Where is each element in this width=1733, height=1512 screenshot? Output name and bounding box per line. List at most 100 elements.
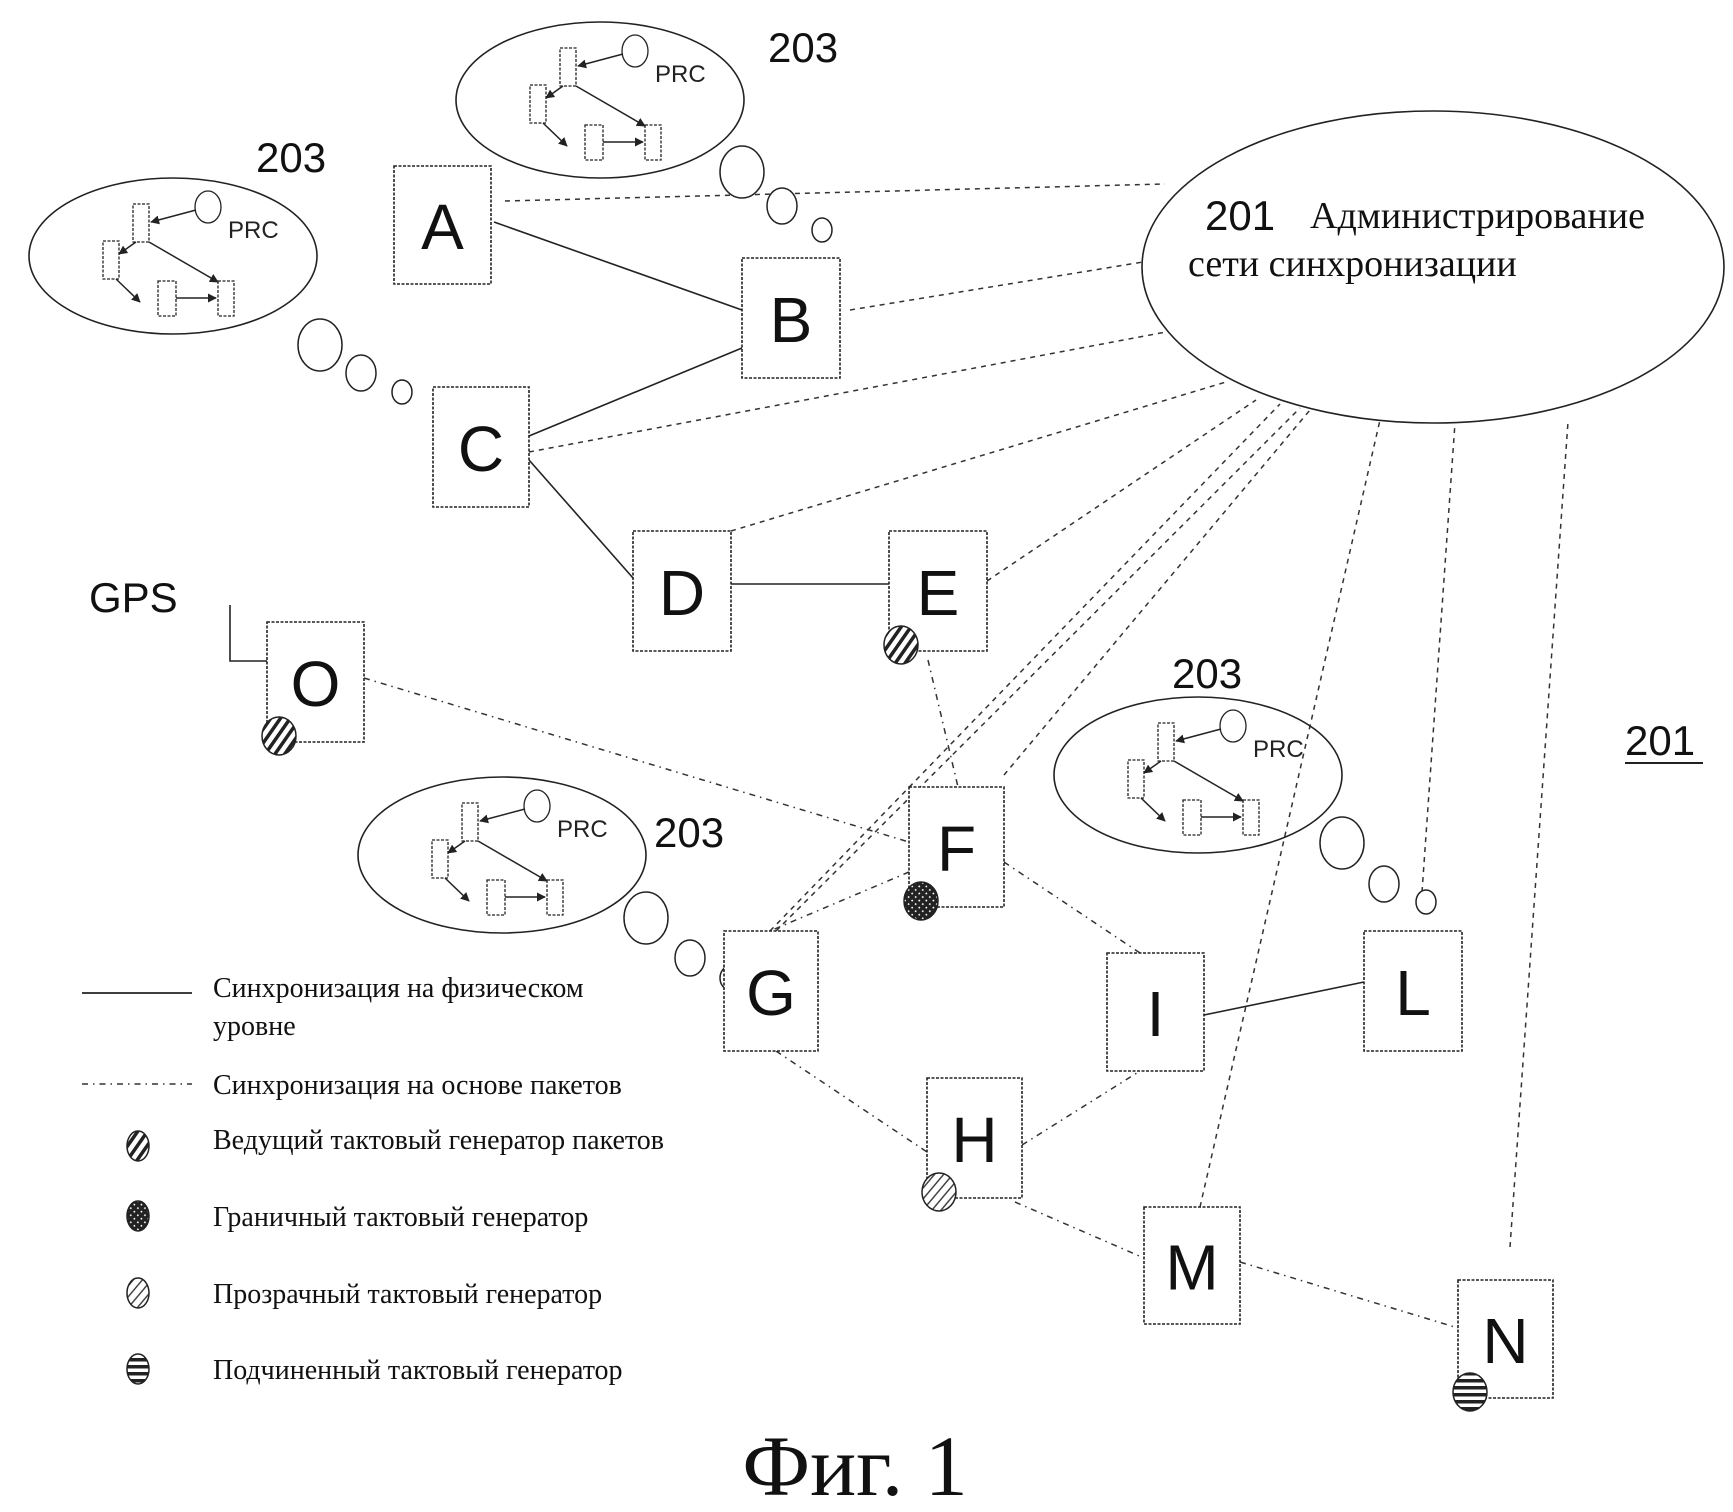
node-C[interactable]: C [432, 386, 530, 508]
admin-link-E [986, 399, 1257, 582]
mini-arrow [1143, 760, 1162, 774]
mini-node [546, 879, 564, 916]
legend-boundary-clock-icon [126, 1200, 150, 1232]
thought-bubble-icon [811, 217, 833, 243]
node-A[interactable]: A [393, 165, 492, 285]
sync-network-admin[interactable]: 201 Администрирование сети синхронизации [1141, 110, 1725, 424]
node-label: N [1482, 1305, 1528, 1377]
legend-item-packet: Синхронизация на основе пакетов [213, 1070, 622, 1101]
slave-clock-icon [1452, 1372, 1488, 1412]
packet-master-clock-icon [883, 625, 919, 665]
mini-node [1242, 799, 1260, 836]
gps-label: GPS [89, 574, 178, 621]
node-label: O [291, 648, 341, 720]
mini-arrow [1175, 728, 1222, 744]
thought-bubble-icon [391, 379, 413, 405]
admin-link-N [1509, 421, 1569, 1248]
admin-link-C [528, 331, 1167, 453]
thought-bubble-icon [719, 145, 765, 199]
reference-203: 203 [654, 809, 724, 856]
mini-arrow [577, 53, 624, 69]
node-B[interactable]: B [741, 257, 841, 379]
mini-node [644, 124, 662, 161]
mini-arrow [1140, 797, 1166, 822]
thought-bubble-icon [345, 354, 377, 392]
prc-source-icon [1219, 709, 1247, 743]
node-box [1363, 930, 1463, 1052]
admin-link-A [504, 183, 1166, 202]
physical-links [229, 221, 1365, 1016]
node-D[interactable]: D [632, 530, 732, 652]
legend: Синхронизация на физическом уровне Синхр… [82, 973, 664, 1386]
prc-source-icon [523, 789, 551, 823]
cluster-ellipse [28, 177, 318, 335]
node-label: L [1395, 957, 1431, 1029]
thought-bubble-icon [766, 187, 798, 225]
node-L[interactable]: L [1363, 930, 1463, 1052]
admin-links [504, 183, 1569, 1248]
figure-caption: Фиг. 1 [742, 1418, 968, 1512]
admin-title-line1: Администрирование [1310, 195, 1645, 237]
legend-packet-master-icon [126, 1130, 150, 1162]
legend-item-slave: Подчиненный тактовый генератор [213, 1355, 623, 1386]
thought-bubble-icon [1368, 865, 1400, 903]
node-label: H [951, 1104, 997, 1176]
node-label: D [659, 557, 705, 629]
legend-item-physical-line1: Синхронизация на физическом [213, 973, 584, 1004]
node-box [888, 530, 988, 652]
node-label: E [917, 557, 960, 629]
mini-node [1182, 799, 1202, 836]
mini-arrow [148, 241, 219, 283]
cluster-ellipse [455, 21, 745, 179]
node-G[interactable]: G [723, 930, 819, 1052]
admin-link-M [1199, 419, 1381, 1208]
mini-arrow [575, 85, 646, 127]
thought-bubble-icon [297, 318, 343, 372]
node-label: B [770, 284, 813, 356]
node-H[interactable]: H [921, 1077, 1023, 1212]
node-I[interactable]: I [1106, 952, 1205, 1072]
node-box [393, 165, 492, 285]
node-box [741, 257, 841, 379]
reference-203: 203 [768, 24, 838, 71]
node-label: I [1147, 978, 1165, 1050]
mini-arrow [1173, 760, 1244, 802]
node-M[interactable]: M [1143, 1206, 1241, 1325]
node-F[interactable]: F [903, 786, 1005, 921]
pkt-link-H-I [1021, 1070, 1141, 1146]
phys-link-I-L [1203, 981, 1365, 1016]
thought-bubble-icon [1319, 816, 1365, 870]
mini-node [529, 84, 547, 124]
mini-arrow [447, 840, 466, 854]
mini-node [1127, 759, 1145, 799]
admin-link-G2 [775, 407, 1301, 932]
mini-arrow [545, 85, 564, 99]
node-box [1143, 1206, 1241, 1325]
node-label: F [937, 813, 976, 885]
node-label: M [1165, 1232, 1218, 1304]
node-box [432, 386, 530, 508]
node-box [1106, 952, 1205, 1072]
cluster-ellipse [357, 776, 647, 934]
legend-item-boundary: Граничный тактовый генератор [213, 1202, 588, 1233]
pkt-link-F-G [769, 871, 910, 932]
admin-ellipse [1141, 110, 1725, 424]
admin-title-line2: сети синхронизации [1188, 243, 1517, 285]
node-O[interactable]: O [261, 621, 365, 756]
phys-link-C-D [528, 459, 634, 579]
mini-arrow [118, 241, 137, 255]
node-N[interactable]: N [1452, 1279, 1554, 1412]
reference-201: 201 [1625, 717, 1695, 764]
mini-node [132, 203, 150, 243]
mini-node [461, 802, 479, 842]
node-E[interactable]: E [883, 530, 988, 665]
mini-arrow [444, 877, 470, 902]
mini-node [1157, 722, 1175, 762]
pkt-link-O-F [363, 677, 910, 843]
reference-203: 203 [256, 134, 326, 181]
admin-link-D [730, 381, 1227, 532]
